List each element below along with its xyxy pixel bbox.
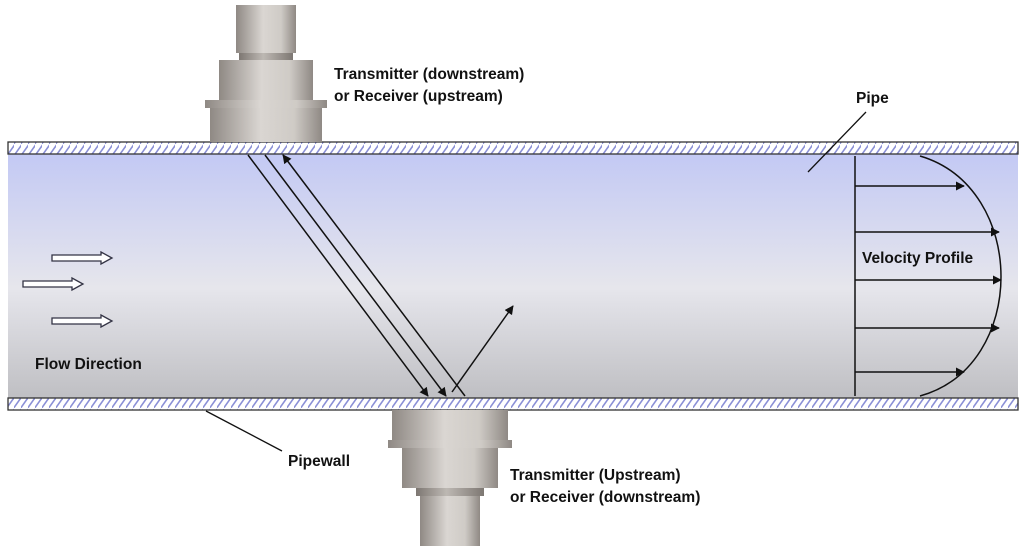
bottom-transducer	[388, 410, 512, 546]
beam-downstream-2	[264, 154, 447, 397]
flow-direction-label: Flow Direction	[35, 356, 142, 373]
bottom-transducer-label-line1: Transmitter (Upstream)	[510, 467, 681, 484]
ultrasonic-beams	[247, 154, 514, 397]
top-transducer	[205, 5, 327, 142]
pipe-wall-bottom	[7, 397, 1019, 411]
beam-downstream-1	[247, 154, 429, 397]
flow-arrows	[22, 250, 114, 329]
hollow-right-arrow-icon	[22, 276, 85, 292]
beam-reflection	[451, 305, 514, 393]
pipe-leader-line	[807, 111, 867, 173]
pipewall-label: Pipewall	[288, 453, 350, 470]
pipe-wall-top	[7, 141, 1019, 155]
velocity-profile	[854, 155, 1002, 397]
pipewall-leader-line	[205, 410, 283, 452]
hollow-right-arrow-icon	[51, 313, 114, 329]
top-transducer-label-line2: or Receiver (upstream)	[334, 88, 503, 105]
bottom-transducer-label-line2: or Receiver (downstream)	[510, 489, 700, 506]
top-transducer-label-line1: Transmitter (downstream)	[334, 66, 524, 83]
velocity-profile-label: Velocity Profile	[862, 250, 974, 267]
pipe-fluid	[8, 154, 1018, 398]
pipe-label: Pipe	[856, 90, 889, 107]
beam-upstream	[282, 154, 466, 397]
hollow-right-arrow-icon	[51, 250, 114, 266]
